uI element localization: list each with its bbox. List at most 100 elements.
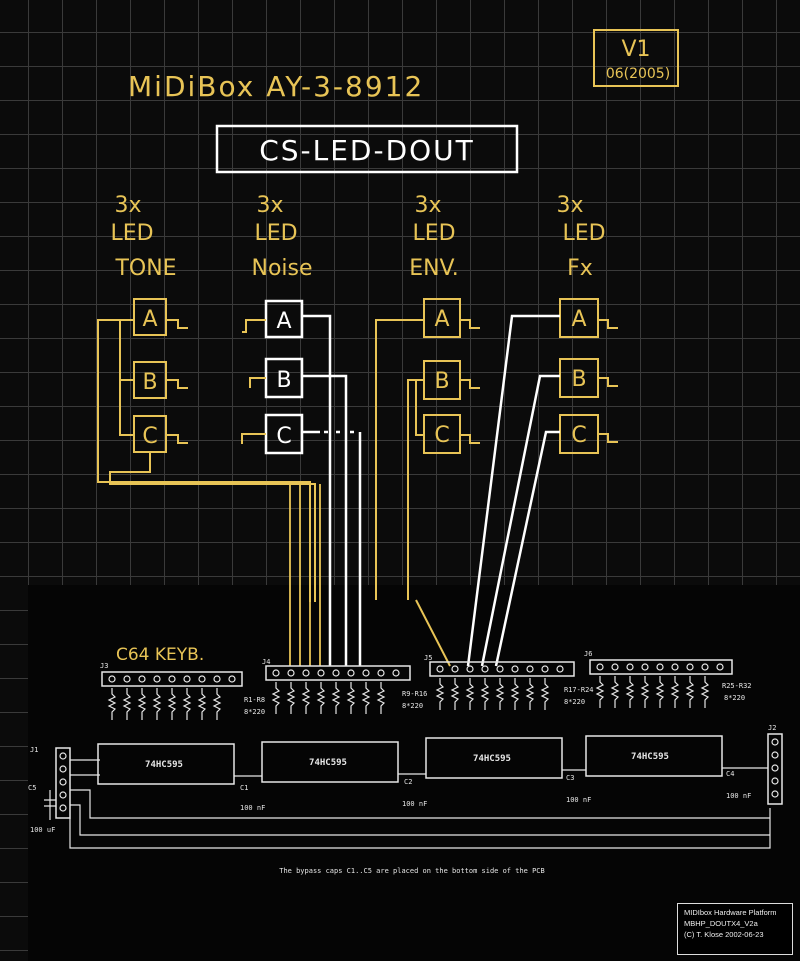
connector-label: J5	[424, 654, 432, 662]
module-title-frame	[215, 124, 519, 174]
resistor	[137, 688, 147, 720]
resistor	[495, 678, 505, 710]
led-column-env: A B C	[375, 298, 480, 667]
group-name: Noise	[251, 256, 312, 281]
group-noise-header: 3x LED Noise	[251, 193, 312, 281]
resistor	[107, 688, 117, 720]
led-label: B	[571, 367, 586, 392]
cap-value: 100 nF	[726, 792, 751, 800]
connector-j2	[767, 733, 783, 805]
connector-pin	[496, 665, 504, 673]
connector-j6	[589, 659, 733, 675]
cap-ref: C1	[240, 784, 248, 792]
led-label: B	[142, 370, 157, 395]
resistor	[271, 682, 281, 714]
resistor	[655, 676, 665, 708]
connector-pin	[641, 663, 649, 671]
connector-pin	[716, 663, 724, 671]
resistor	[361, 682, 371, 714]
resistor	[152, 688, 162, 720]
connector-pin	[701, 663, 709, 671]
chip-u2	[261, 741, 399, 783]
connector-pin	[198, 675, 206, 683]
resistor	[376, 682, 386, 714]
resistor	[625, 676, 635, 708]
led-a	[423, 298, 461, 338]
connector-pin	[771, 790, 779, 798]
resistor	[595, 676, 605, 708]
chip-label: 74HC595	[473, 754, 511, 764]
platform-name: MIDIbox Hardware Platform	[684, 908, 777, 917]
resistor	[301, 682, 311, 714]
version-date: 06(2005)	[606, 66, 670, 82]
connector-pin	[332, 669, 340, 677]
connector-pin	[481, 665, 489, 673]
resistor-ref: R1-R8	[244, 696, 265, 704]
resistor-ref: R17-R24	[564, 686, 594, 694]
group-fx-header: 3x LED Fx	[556, 193, 605, 281]
connector-j1	[55, 747, 71, 819]
connector-pin	[228, 675, 236, 683]
resistor-value: 8*220	[724, 694, 745, 702]
connector-label: J6	[584, 650, 592, 658]
connector-pin	[466, 665, 474, 673]
connector-pin	[656, 663, 664, 671]
platform-board: MBHP_DOUTX4_V2a	[684, 919, 758, 928]
connector-pin	[436, 665, 444, 673]
resistor-value: 8*220	[564, 698, 585, 706]
connector-pin	[108, 675, 116, 683]
platform-copyright: (C) T. Klose 2002-06-23	[684, 930, 764, 939]
resistor-ref: R9-R16	[402, 690, 427, 698]
resistor	[331, 682, 341, 714]
connector-pin	[317, 669, 325, 677]
connector-pin	[59, 765, 67, 773]
connector-pin	[556, 665, 564, 673]
led-label: A	[142, 307, 157, 332]
chip-label: 74HC595	[631, 752, 669, 762]
platform-info-box: MIDIbox Hardware Platform MBHP_DOUTX4_V2…	[677, 903, 793, 955]
connector-pin	[287, 669, 295, 677]
version-box: V1 06(2005)	[593, 29, 679, 87]
cap-value: 100 nF	[240, 804, 265, 812]
cap-value: 100 uF	[30, 826, 55, 834]
connector-pin	[771, 777, 779, 785]
chip-label: 74HC595	[309, 758, 347, 768]
led-label: C	[142, 424, 157, 449]
resistor	[435, 678, 445, 710]
resistor	[480, 678, 490, 710]
project-title: MiDiBox AY-3-8912	[128, 70, 424, 103]
resistor	[465, 678, 475, 710]
connector-label: J3	[100, 662, 108, 670]
resistor	[346, 682, 356, 714]
led-a	[133, 298, 167, 336]
connector-pin	[168, 675, 176, 683]
connector-j5	[429, 661, 575, 677]
group-type: LED	[562, 221, 605, 246]
led-a	[559, 298, 599, 338]
resistor	[122, 688, 132, 720]
resistor	[510, 678, 520, 710]
chip-u4	[585, 735, 723, 777]
led-label: B	[276, 368, 291, 393]
resistor	[700, 676, 710, 708]
group-type: LED	[254, 221, 297, 246]
led-label: A	[276, 309, 291, 334]
led-label: C	[571, 423, 586, 448]
connector-pin	[611, 663, 619, 671]
cap-ref: C3	[566, 774, 574, 782]
group-type: LED	[110, 221, 153, 246]
led-label: C	[276, 424, 291, 449]
resistor	[212, 688, 222, 720]
group-count: 3x	[556, 193, 583, 218]
connector-pin	[771, 751, 779, 759]
connector-pin	[213, 675, 221, 683]
c64-keyboard-label: C64 KEYB.	[116, 645, 204, 665]
chip-label: 74HC595	[145, 760, 183, 770]
connector-pin	[153, 675, 161, 683]
resistor	[685, 676, 695, 708]
connector-pin	[347, 669, 355, 677]
connector-pin	[541, 665, 549, 673]
connector-pin	[511, 665, 519, 673]
